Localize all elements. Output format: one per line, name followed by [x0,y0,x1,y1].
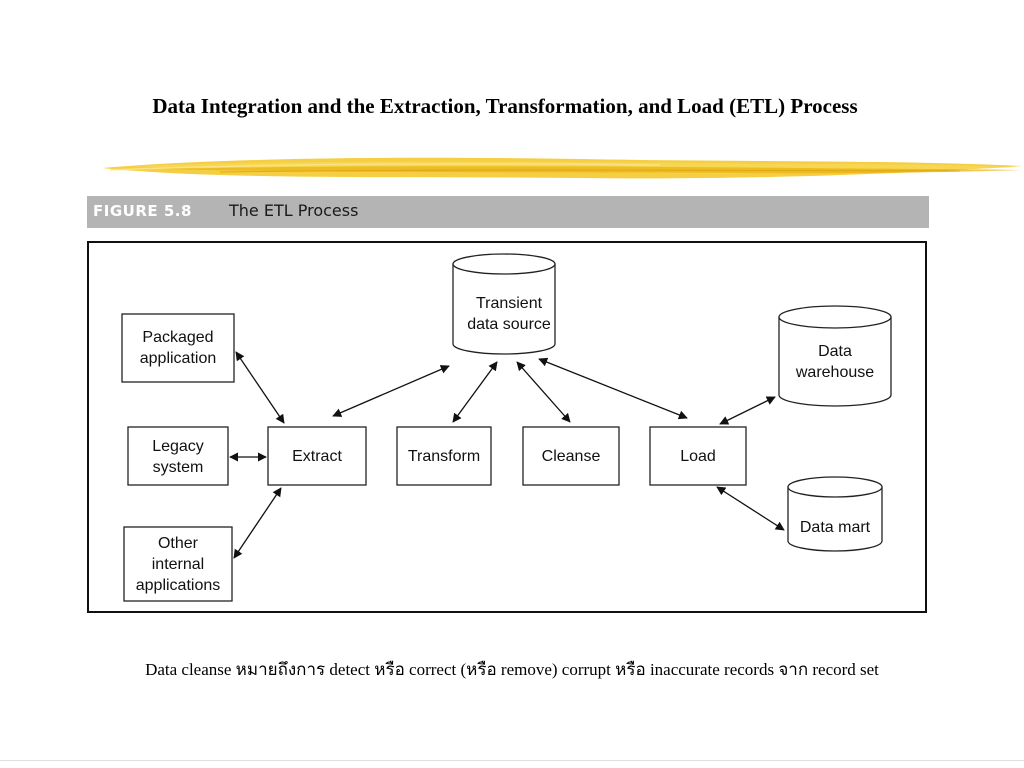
other-internal-applications-label-2: internal [152,556,204,573]
transient-label-1: Transient [476,295,543,312]
arrow-extract-transient [332,365,450,417]
figure-number: FIGURE 5.8 [93,202,192,220]
arrow-load-transient [538,357,688,420]
yellow-brush-stroke [102,157,1022,179]
data-warehouse-label-2: warehouse [795,364,874,381]
other-internal-applications-label-1: Other [158,535,199,552]
load-label: Load [680,448,716,465]
arrow-packaged-extract [235,351,285,424]
data-warehouse-cylinder: Data warehouse [778,305,892,407]
packaged-application-label-1: Packaged [142,329,213,346]
transient-data-source-cylinder: Transient data source [452,253,556,355]
packaged-application-label-2: application [140,350,217,367]
etl-diagram: Packaged application Legacy system Other… [87,241,927,613]
arrow-load-datamart [716,486,785,531]
other-internal-applications-label-3: applications [136,577,221,594]
cleanse-label: Cleanse [542,448,601,465]
packaged-application-box: Packaged application [121,313,235,383]
cleanse-box: Cleanse [522,426,620,486]
slide-caption: Data cleanse หมายถึงการ detect หรือ corr… [145,660,879,679]
arrow-other-extract [233,487,282,559]
legacy-system-label-1: Legacy [152,438,204,455]
data-mart-label: Data mart [800,519,871,536]
figure-title: The ETL Process [229,201,359,220]
arrow-load-warehouse [719,396,776,425]
arrow-transform-transient [452,361,498,423]
data-warehouse-label-1: Data [818,343,852,360]
extract-box: Extract [267,426,367,486]
transform-label: Transform [408,448,480,465]
bottom-divider [0,760,1024,761]
other-internal-applications-box: Other internal applications [123,526,233,602]
figure-header: FIGURE 5.8 The ETL Process [87,196,929,228]
legacy-system-label-2: system [153,459,204,476]
transform-box: Transform [396,426,492,486]
transient-label-2: data source [467,316,551,333]
extract-label: Extract [292,448,342,465]
slide-title: Data Integration and the Extraction, Tra… [152,94,858,118]
load-box: Load [649,426,747,486]
legacy-system-box: Legacy system [127,426,229,486]
data-mart-cylinder: Data mart [787,476,883,552]
